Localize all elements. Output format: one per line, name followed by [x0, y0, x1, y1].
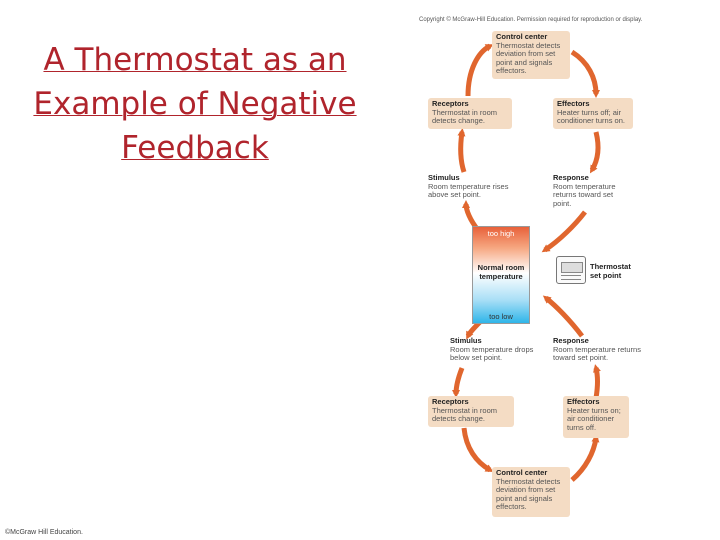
top-effectors-box: Effectors Heater turns off; air conditio… [553, 98, 633, 129]
bottom-stimulus: Stimulus Room temperature drops below se… [450, 336, 540, 363]
room-temperature-thermometer: too high Normal room temperature too low [472, 226, 530, 324]
bottom-effectors-text: Heater turns on; air conditioner turns o… [567, 405, 621, 432]
bottom-response-text: Room temperature returns toward set poin… [553, 344, 641, 363]
top-stimulus-heading: Stimulus [428, 173, 460, 182]
top-stimulus-text: Room temperature rises above set point. [428, 181, 509, 200]
bottom-receptors-box: Receptors Thermostat in room detects cha… [428, 396, 514, 427]
bottom-receptors-text: Thermostat in room detects change. [432, 405, 498, 424]
bottom-response: Response Room temperature returns toward… [553, 336, 645, 363]
top-control-center-heading: Control center [496, 32, 548, 41]
arrow-control-to-effectors-bottom [570, 434, 600, 482]
arrow-receptors-to-control [465, 43, 494, 97]
arrow-effectors-to-response [589, 131, 601, 174]
arrow-response-to-normal-bottom [542, 295, 584, 338]
top-response: Response Room temperature returns toward… [553, 173, 627, 208]
top-receptors-box: Receptors Thermostat in room detects cha… [428, 98, 512, 129]
arrow-effectors-to-response-bottom [593, 364, 601, 399]
slide-footer: ©McGraw Hill Education. [5, 529, 83, 536]
arrow-response-to-normal [541, 210, 587, 253]
bottom-stimulus-text: Room temperature drops below set point. [450, 344, 534, 363]
copyright-notice: Copyright © McGraw-Hill Education. Permi… [419, 17, 643, 23]
thermostat-icon [556, 256, 586, 284]
top-receptors-text: Thermostat in room detects change. [432, 107, 498, 126]
bottom-stimulus-heading: Stimulus [450, 336, 482, 345]
arrow-control-to-effectors [570, 49, 600, 98]
bottom-control-center-text: Thermostat detects deviation from set po… [496, 476, 561, 512]
thermostat-buttons [561, 275, 581, 280]
thermostat-set-point-label: Thermostat set point [590, 262, 631, 280]
top-receptors-heading: Receptors [432, 99, 469, 108]
arrow-stimulus-to-receptors-bottom [452, 367, 465, 398]
arrow-receptors-to-control-bottom [461, 427, 494, 473]
bottom-control-center-box: Control center Thermostat detects deviat… [492, 467, 570, 517]
bottom-receptors-heading: Receptors [432, 397, 469, 406]
top-effectors-text: Heater turns off; air conditioner turns … [557, 107, 625, 126]
top-control-center-text: Thermostat detects deviation from set po… [496, 40, 561, 76]
top-response-heading: Response [553, 173, 589, 182]
bottom-control-center-heading: Control center [496, 468, 548, 477]
top-response-text: Room temperature returns toward set poin… [553, 181, 616, 208]
bottom-effectors-box: Effectors Heater turns on; air condition… [563, 396, 629, 438]
top-control-center-box: Control center Thermostat detects deviat… [492, 31, 570, 79]
arrow-stimulus-to-receptors [457, 128, 467, 173]
slide-title: A Thermostat as an Example of Negative F… [33, 42, 357, 166]
bottom-effectors-heading: Effectors [567, 397, 600, 406]
top-stimulus: Stimulus Room temperature rises above se… [428, 173, 520, 200]
too-low-label: too low [489, 312, 513, 321]
thermostat-display [561, 262, 583, 273]
normal-temperature-label: Normal room temperature [477, 263, 525, 281]
arrow-low-to-stimulus [465, 320, 482, 340]
too-high-label: too high [487, 229, 515, 238]
top-effectors-heading: Effectors [557, 99, 590, 108]
bottom-response-heading: Response [553, 336, 589, 345]
